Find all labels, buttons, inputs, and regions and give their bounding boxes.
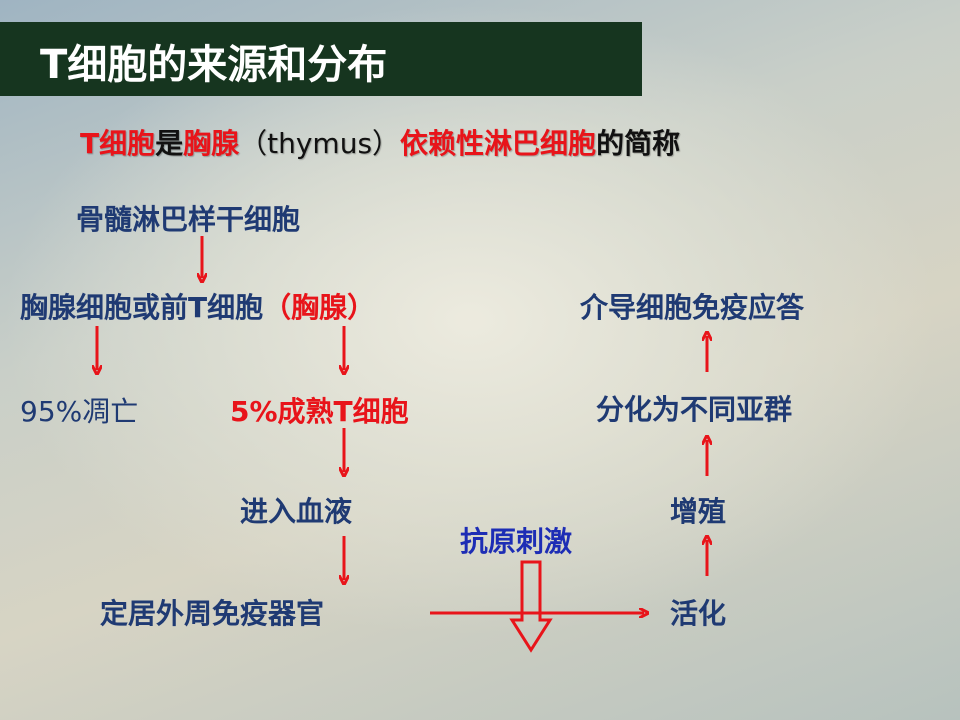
- node-mature: 5%成熟T细胞: [230, 395, 409, 428]
- node-thymus-paren: （胸腺）: [263, 291, 376, 324]
- def-thymus: 胸腺: [183, 127, 240, 160]
- def-abbrev: 的简称: [596, 127, 681, 160]
- definition-line: T细胞是胸腺（thymus）依赖性淋巴细胞的简称: [80, 122, 680, 162]
- node-proliferation: 增殖: [670, 495, 727, 528]
- node-enter-blood: 进入血液: [240, 495, 353, 528]
- node-activation: 活化: [670, 597, 727, 630]
- def-t-cell: T细胞: [80, 127, 156, 160]
- title-bar: T细胞的来源和分布: [0, 22, 642, 96]
- def-is: 是: [155, 127, 184, 160]
- node-bone-marrow: 骨髓淋巴样干细胞: [76, 203, 301, 236]
- node-apoptosis: 95%凋亡: [20, 395, 139, 428]
- def-thymus-en: （thymus）: [239, 127, 401, 160]
- node-mediate: 介导细胞免疫应答: [580, 291, 805, 324]
- antigen-block-arrow: [509, 560, 553, 653]
- def-dependent: 依赖性淋巴细胞: [400, 127, 597, 160]
- page-title: T细胞的来源和分布: [40, 42, 388, 88]
- node-differentiation: 分化为不同亚群: [596, 393, 793, 426]
- node-antigen: 抗原刺激: [460, 525, 573, 558]
- node-thymocyte: 胸腺细胞或前T细胞（胸腺）: [20, 286, 375, 326]
- node-peripheral: 定居外周免疫器官: [100, 597, 325, 630]
- node-thymocyte-label: 胸腺细胞或前T细胞: [20, 291, 264, 324]
